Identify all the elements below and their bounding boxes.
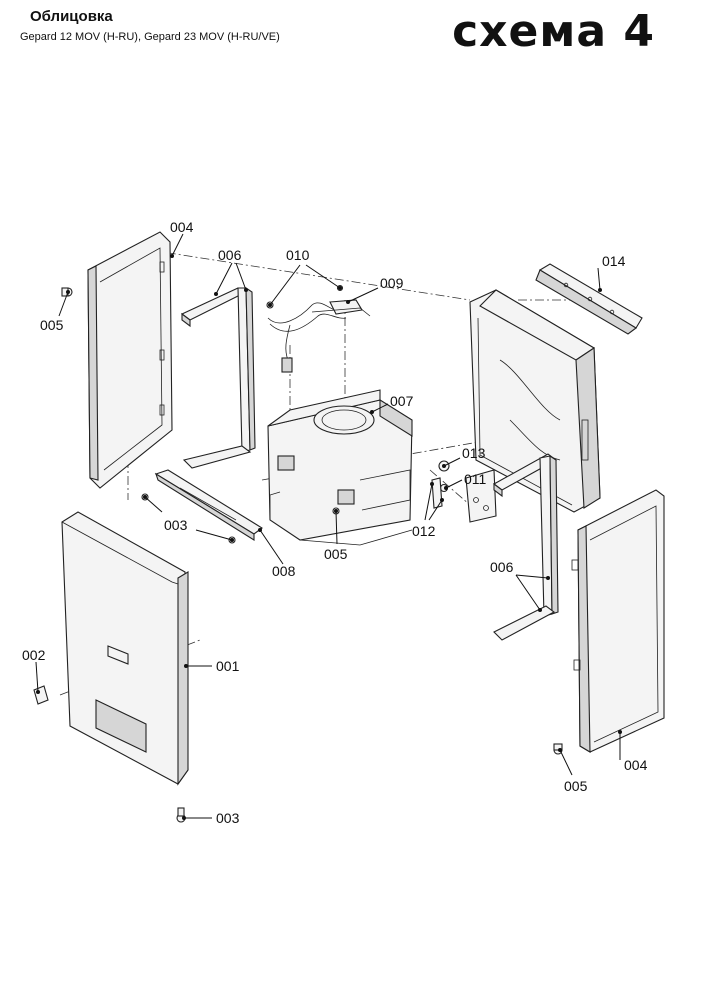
callout-006-left: 006	[218, 247, 242, 263]
callout-001: 001	[216, 658, 240, 674]
callout-004-left: 004	[170, 219, 194, 235]
callout-013: 013	[462, 445, 486, 461]
callout-003-lower: 003	[216, 810, 240, 826]
callout-008: 008	[272, 563, 296, 579]
callout-010: 010	[286, 247, 310, 263]
diagram-subtitle: Gepard 12 MOV (H-RU), Gepard 23 MOV (H-R…	[20, 31, 280, 43]
top-cross-bar	[535, 263, 643, 335]
clip-part	[33, 685, 49, 705]
callout-011: 011	[464, 471, 487, 487]
callout-009: 009	[380, 275, 404, 291]
diagram-title: Облицовка	[30, 8, 113, 25]
right-frame-seals	[492, 453, 559, 641]
callout-014: 014	[602, 253, 626, 269]
callout-006-right: 006	[490, 559, 514, 575]
callout-004-right: 004	[624, 757, 648, 773]
left-frame-seals	[180, 286, 256, 469]
left-side-panel	[87, 231, 173, 489]
callout-003-upper: 003	[164, 517, 188, 533]
lower-rail	[154, 469, 263, 541]
callout-007: 007	[390, 393, 414, 409]
scheme-number: схема 4	[452, 6, 655, 57]
leader-lines	[35, 233, 622, 820]
callout-005-left: 005	[40, 317, 64, 333]
callout-012: 012	[412, 523, 436, 539]
callout-002: 002	[22, 647, 46, 663]
callout-005-center: 005	[324, 546, 348, 562]
callout-005-right: 005	[564, 778, 588, 794]
combustion-chamber-housing	[267, 389, 413, 546]
front-cover	[61, 511, 189, 786]
right-side-panel	[571, 489, 665, 753]
back-frame	[469, 289, 601, 513]
